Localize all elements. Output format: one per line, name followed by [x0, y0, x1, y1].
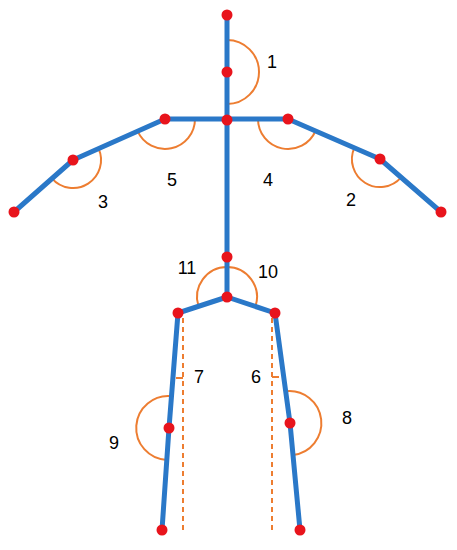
angle-tick [176, 377, 183, 379]
joint-dot [222, 115, 233, 126]
callout-number: 10 [258, 263, 278, 281]
callout-number: 8 [342, 409, 352, 427]
joint-dot [295, 525, 306, 536]
callout-number: 1 [267, 53, 277, 71]
vertical-reference [182, 318, 184, 532]
callout-number: 9 [109, 434, 119, 452]
joint-dot [68, 155, 79, 166]
callout-number: 7 [194, 368, 204, 386]
joint-dot [283, 114, 294, 125]
joint-dot [222, 292, 233, 303]
bones [14, 15, 441, 530]
leg-bone [162, 297, 300, 530]
joint-dot [375, 154, 386, 165]
joint-dot [9, 207, 20, 218]
joint-dot [436, 207, 447, 218]
joint-dot [222, 10, 233, 21]
vertical-reference [271, 318, 273, 532]
angle-tick [272, 376, 279, 378]
callout-number: 5 [167, 171, 177, 189]
callout-number: 4 [263, 171, 273, 189]
joint-dot [270, 308, 281, 319]
callout-number: 2 [346, 191, 356, 209]
arm-bone [14, 119, 441, 212]
callout-number: 11 [178, 259, 197, 277]
callout-number: 6 [251, 368, 261, 386]
angle-arc [352, 148, 401, 187]
joint-dot [222, 252, 233, 263]
joint-dot [173, 308, 184, 319]
joint-dot [164, 423, 175, 434]
callout-number: 3 [98, 193, 108, 211]
angle-arc [52, 149, 101, 188]
joint-dot [160, 114, 171, 125]
joint-dot [222, 67, 233, 78]
joints [9, 10, 447, 536]
joint-dot [285, 418, 296, 429]
joint-dot [157, 525, 168, 536]
reference-lines [176, 318, 279, 532]
